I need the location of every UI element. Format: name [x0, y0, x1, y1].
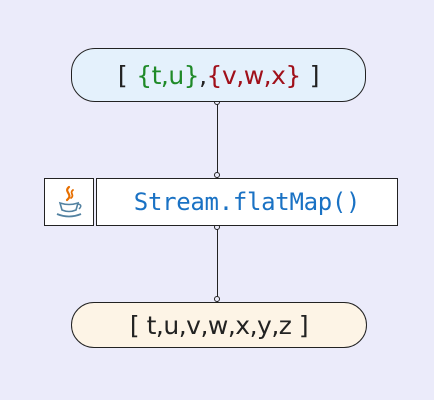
operation-node: Stream.flatMap(): [96, 178, 398, 226]
connector-bottom: [217, 226, 218, 302]
java-icon: [56, 185, 82, 218]
operation-label: Stream.flatMap(): [133, 188, 361, 216]
input-stream-node: [ {t,u} , {v,w,x} ]: [71, 48, 366, 102]
input-separator: ,: [199, 60, 207, 90]
output-label: [ t,u,v,w,x,y,z ]: [129, 310, 309, 340]
connector-bottom-end-dot: [214, 296, 220, 302]
input-set-2: {v,w,x}: [206, 60, 302, 90]
java-icon-box: [44, 178, 94, 226]
input-set-1: {t,u}: [136, 60, 200, 90]
connector-top-end-dot: [214, 172, 220, 178]
input-open-bracket: [: [117, 60, 128, 90]
connector-top: [217, 102, 218, 178]
input-close-bracket: ]: [309, 60, 320, 90]
output-stream-node: [ t,u,v,w,x,y,z ]: [71, 302, 367, 348]
